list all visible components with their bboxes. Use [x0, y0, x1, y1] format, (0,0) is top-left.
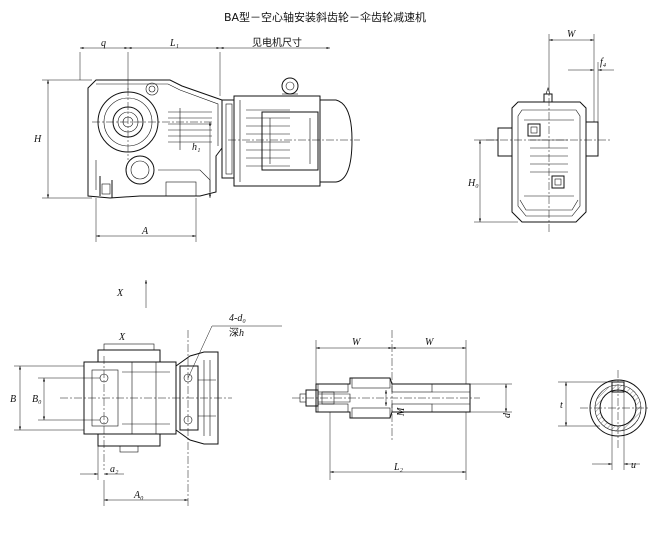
dim-b-label: B	[10, 394, 16, 405]
dim-h0-label: H₀	[467, 178, 479, 189]
drawing-title: BA型－空心轴安装斜齿轮－伞齿轮减速机	[223, 11, 427, 24]
dim-w-right-label: W	[425, 337, 435, 348]
dim-w-left-label: W	[352, 337, 362, 348]
dim-m-label: M	[396, 407, 407, 417]
hollow-shaft-section	[292, 330, 512, 480]
dim-a2-label: a₂	[110, 464, 119, 475]
shaft-end-view	[558, 370, 650, 470]
dim-b0-label: B₀	[32, 394, 42, 405]
dim-t-label: t	[560, 400, 563, 411]
dim-u-label: u	[631, 460, 636, 471]
dim-f4-label: f₄	[600, 57, 607, 68]
bolt-depth-label: 深h	[229, 327, 244, 339]
side-view	[474, 34, 614, 234]
dim-w-label: W	[567, 29, 577, 40]
bolt-holes-label: 4-d₀	[229, 313, 246, 324]
view-x	[14, 280, 282, 506]
x-view-label: X	[118, 332, 126, 343]
motor-size-label: 见电机尺寸	[252, 36, 302, 49]
dim-h-label: H	[33, 134, 42, 145]
dim-d-label: d	[502, 412, 513, 418]
dim-l2-label: L₂	[393, 462, 404, 473]
front-view	[42, 46, 360, 242]
dim-a0-label: A₀	[133, 490, 144, 501]
dim-q-label: q	[101, 38, 106, 49]
x-arrow-label: X	[116, 288, 124, 299]
dim-l1-label: L₁	[169, 38, 179, 49]
dim-h1-label: h₁	[192, 142, 200, 153]
dim-a-label: A	[141, 226, 149, 237]
